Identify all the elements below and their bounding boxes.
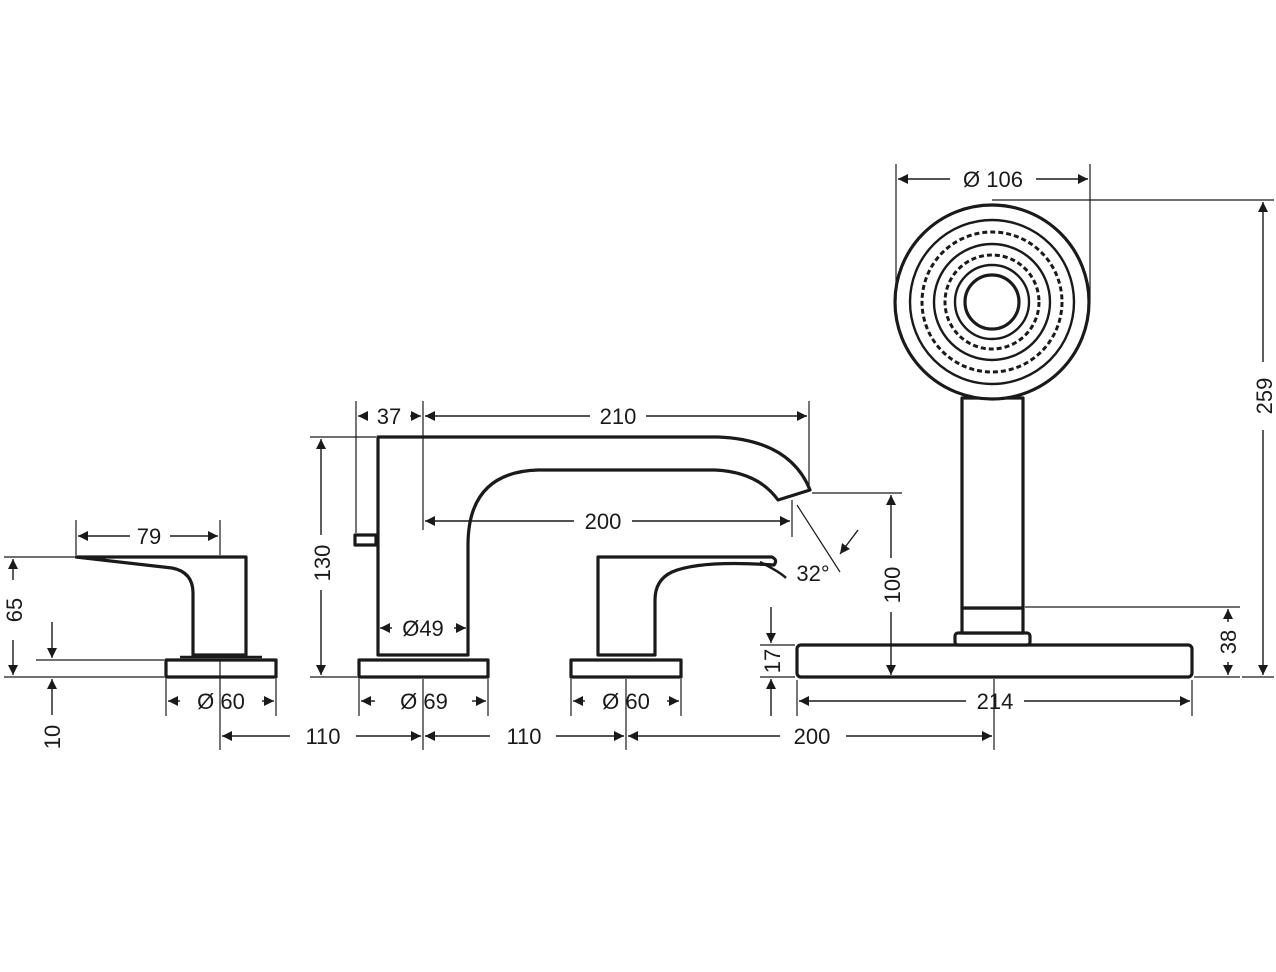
dim-right-rosette: Ø 60 bbox=[602, 689, 650, 714]
dimension-lines bbox=[4, 164, 1274, 750]
hand-shower bbox=[795, 203, 1194, 679]
diverter-knob bbox=[353, 533, 378, 547]
dim-spout-body: Ø49 bbox=[402, 616, 444, 641]
dim-lever-width: 79 bbox=[137, 524, 161, 549]
holder-plate bbox=[795, 643, 1194, 679]
shower-handle bbox=[960, 396, 1025, 610]
left-handle bbox=[74, 555, 278, 679]
dim-holder-clearance: 100 bbox=[880, 567, 905, 604]
dim-overall-height: 259 bbox=[1252, 378, 1276, 415]
dim-spout-offset: 37 bbox=[377, 404, 401, 429]
dim-base-thickness: 10 bbox=[40, 725, 65, 749]
dim-spacing-1: 110 bbox=[305, 724, 340, 749]
right-handle bbox=[569, 555, 787, 679]
dim-left-rosette: Ø 60 bbox=[197, 689, 245, 714]
left-rosette bbox=[164, 658, 278, 679]
dim-plate-thickness: 17 bbox=[760, 649, 785, 673]
holder-socket bbox=[960, 606, 1025, 635]
spout bbox=[353, 435, 812, 679]
dim-holder-height: 38 bbox=[1216, 630, 1241, 654]
dim-spacing-2: 110 bbox=[506, 724, 541, 749]
dim-spout-reach: 210 bbox=[600, 404, 637, 429]
holder-collar bbox=[953, 631, 1032, 647]
dim-shower-head: Ø 106 bbox=[963, 167, 1023, 192]
right-lever bbox=[596, 555, 778, 657]
spout-body bbox=[376, 435, 812, 657]
dim-spout-inner-reach: 200 bbox=[585, 509, 622, 534]
spout-rosette bbox=[357, 658, 490, 679]
dim-spacing-3: 200 bbox=[794, 724, 831, 749]
dim-spout-height: 130 bbox=[310, 545, 335, 582]
dimension-labels: 79 65 10 Ø 60 110 110 200 37 210 200 130… bbox=[2, 167, 1276, 749]
dim-plate-width: 214 bbox=[977, 689, 1014, 714]
dim-lever-height: 65 bbox=[2, 598, 27, 622]
dim-spout-rosette: Ø 69 bbox=[400, 689, 448, 714]
left-lever bbox=[74, 555, 248, 657]
dim-spout-angle: 32° bbox=[796, 561, 829, 586]
right-rosette bbox=[569, 658, 683, 679]
